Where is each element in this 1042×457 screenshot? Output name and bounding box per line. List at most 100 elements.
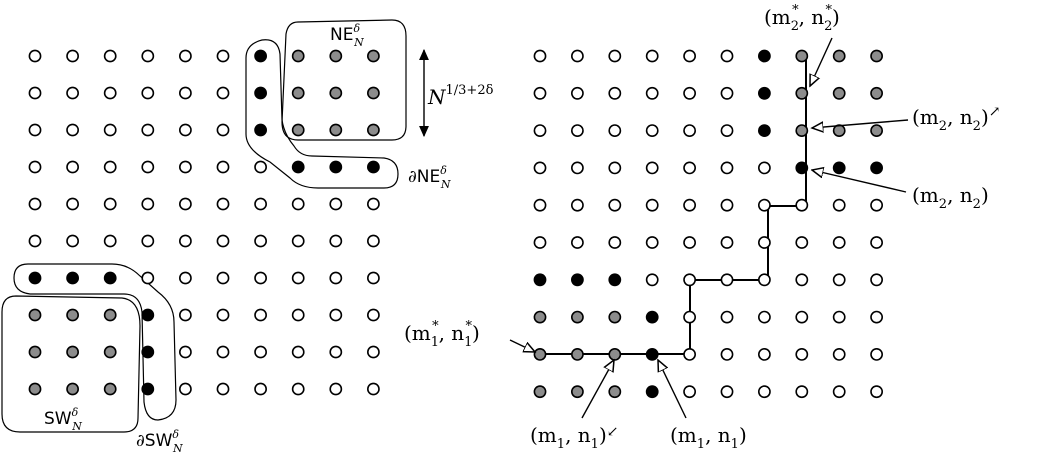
right-lattice-site-grey — [571, 310, 584, 324]
right-lattice-site-black — [608, 273, 622, 287]
right-lattice-site-empty — [758, 161, 771, 175]
right-lattice-site-empty — [645, 124, 659, 138]
right-lattice-site-empty — [720, 198, 734, 212]
right-lattice-site-empty — [645, 198, 659, 212]
left-lattice-site-grey — [103, 382, 117, 396]
left-lattice-site-empty — [103, 86, 117, 100]
left-lattice-site-empty — [178, 49, 192, 63]
left-lattice-site-empty — [254, 271, 267, 285]
left-lattice-site-grey — [28, 308, 42, 322]
right-lattice-site-black — [533, 273, 547, 287]
right-lattice-site-empty — [608, 236, 622, 249]
left-lattice-site-empty — [216, 345, 230, 359]
left-lattice-site-empty — [291, 271, 305, 285]
left-lattice-site-black — [141, 308, 155, 322]
right-lattice-site-empty — [832, 310, 846, 324]
left-lattice-site-empty — [329, 308, 343, 322]
pointer-m2star — [810, 37, 833, 86]
right-lattice-site-empty — [571, 86, 584, 100]
right-lattice-site-empty — [608, 49, 622, 63]
left-lattice-site-black — [66, 271, 79, 285]
right-lattice-site-empty — [608, 86, 622, 100]
left-lattice-site-empty — [291, 345, 305, 359]
left-lattice-site-empty — [141, 160, 155, 174]
left-lattice-site-grey — [103, 345, 117, 359]
right-lattice-site-empty — [758, 385, 771, 399]
left-lattice-site-grey — [28, 345, 42, 359]
right-lattice-site-grey — [870, 49, 883, 63]
right-lattice-site-grey — [533, 310, 547, 324]
left-lattice-site-empty — [28, 49, 42, 63]
left-lattice-site-grey — [291, 49, 305, 63]
left-lattice-site-empty — [178, 234, 192, 248]
right-lattice-site-empty — [795, 273, 809, 287]
left-lattice-site-empty — [66, 234, 79, 248]
label-m1n1-sw: (m1, n1)↙ — [530, 423, 619, 452]
left-lattice-site-empty — [28, 197, 42, 211]
left-lattice-site-empty — [141, 197, 155, 211]
right-lattice-site-empty — [533, 49, 547, 63]
left-lattice-site-empty — [329, 382, 343, 396]
right-lattice-site-empty — [571, 198, 584, 212]
right-lattice-site-empty — [832, 198, 846, 212]
right-lattice-site-black — [645, 385, 659, 399]
right-lattice-site-empty — [683, 347, 696, 361]
left-lattice-site-empty — [66, 49, 79, 63]
left-lattice-site-empty — [103, 234, 117, 248]
left-lattice-site-empty — [103, 160, 117, 174]
left-lattice-site-empty — [329, 271, 343, 285]
right-lattice-site-empty — [720, 86, 734, 100]
left-lattice-site-empty — [178, 160, 192, 174]
ne-boundary-outline — [245, 39, 399, 189]
left-lattice-site-empty — [28, 86, 42, 100]
right-lattice-site-empty — [758, 236, 771, 249]
right-lattice-site-empty — [571, 236, 584, 249]
left-lattice-site-black — [366, 160, 380, 174]
left-lattice-site-empty — [66, 123, 79, 137]
left-lattice-site-empty — [366, 345, 380, 359]
right-lattice-site-empty — [720, 385, 734, 399]
left-lattice-site-black — [141, 382, 155, 396]
left-lattice-site-empty — [141, 86, 155, 100]
left-lattice-site-empty — [254, 197, 267, 211]
right-lattice-site-empty — [608, 198, 622, 212]
left-lattice-site-empty — [28, 234, 42, 248]
left-lattice-site-empty — [366, 271, 380, 285]
left-lattice-site-empty — [366, 382, 380, 396]
left-lattice-site-empty — [291, 234, 305, 248]
left-lattice-site-empty — [216, 234, 230, 248]
pointer-m1star — [509, 339, 535, 352]
right-lattice-site-empty — [870, 347, 883, 361]
right-lattice-site-grey — [571, 385, 584, 399]
label-m1star: (m1*, n1*) — [404, 319, 480, 350]
left-lattice-site-black — [141, 345, 155, 359]
right-lattice-site-empty — [758, 310, 771, 324]
left-lattice-site-grey — [366, 123, 380, 137]
left-lattice-site-empty — [329, 345, 343, 359]
left-lattice-site-empty — [216, 123, 230, 137]
left-lattice-site-empty — [28, 123, 42, 137]
right-lattice-site-empty — [870, 236, 883, 249]
right-lattice-site-empty — [832, 273, 846, 287]
left-lattice-site-empty — [66, 160, 79, 174]
right-lattice-site-empty — [795, 347, 809, 361]
right-lattice-site-empty — [720, 49, 734, 63]
left-lattice-site-empty — [216, 308, 230, 322]
right-lattice-site-grey — [832, 49, 846, 63]
right-lattice-site-empty — [645, 273, 659, 287]
right-lattice-site-empty — [683, 310, 696, 324]
right-lattice-site-black — [758, 86, 771, 100]
right-lattice-site-grey — [608, 310, 622, 324]
left-lattice-site-grey — [329, 49, 343, 63]
left-lattice-site-grey — [366, 86, 380, 100]
left-lattice-site-empty — [141, 123, 155, 137]
left-lattice-site-empty — [66, 197, 79, 211]
right-lattice-site-black — [758, 49, 771, 63]
right-lattice-site-empty — [533, 124, 547, 138]
left-lattice-site-black — [28, 271, 42, 285]
left-lattice-site-empty — [178, 86, 192, 100]
